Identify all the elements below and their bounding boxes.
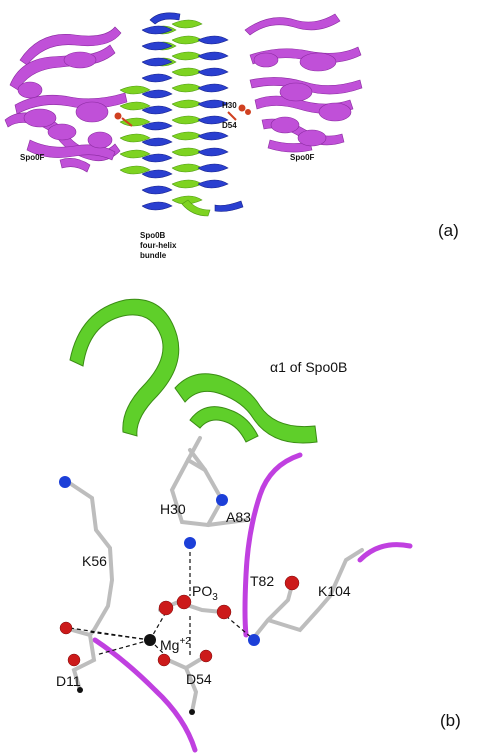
label-k56: K56	[82, 553, 107, 569]
label-bundle-line2: four-helix	[140, 241, 177, 250]
coordination-dashes	[69, 545, 253, 661]
label-mg-main: Mg	[160, 637, 179, 653]
label-k104: K104	[318, 583, 351, 599]
label-bundle-line3: bundle	[140, 251, 167, 260]
atoms-oxygen	[59, 575, 300, 667]
label-h30-a: H30	[222, 101, 237, 110]
label-po3-sub: 3	[212, 592, 218, 603]
spo0b-four-helix-bundle	[119, 12, 244, 217]
label-a83: A83	[226, 509, 251, 525]
label-alpha1-spo0b: α1 of Spo0B	[270, 359, 347, 375]
label-po3: PO3	[192, 583, 218, 603]
label-bundle-line1: Spo0B	[140, 231, 166, 240]
panel-a: Spo0F Spo0F Spo0B four-helix bundle H30 …	[4, 12, 459, 260]
panel-b-label: (b)	[440, 711, 461, 730]
label-po3-main: PO	[192, 583, 212, 599]
spo0f-left-domain	[4, 26, 128, 173]
label-spo0f-left: Spo0F	[20, 153, 45, 162]
label-d54-a: D54	[222, 121, 237, 130]
panel-a-label: (a)	[438, 221, 459, 240]
label-t82: T82	[250, 573, 274, 589]
label-mg: Mg+2	[160, 636, 191, 653]
label-spo0f-right: Spo0F	[290, 153, 315, 162]
spo0f-right-domain	[244, 13, 363, 153]
spo0f-loops	[92, 452, 413, 753]
molecular-bonds	[66, 436, 364, 714]
label-d11: D11	[56, 673, 81, 689]
atoms-nitrogen	[59, 476, 260, 646]
label-d54-b: D54	[186, 671, 212, 687]
atoms-carbon-magnesium	[77, 634, 195, 715]
active-site-sticks-a	[114, 104, 251, 127]
alpha1-helix-ribbon	[69, 298, 318, 444]
panel-b: α1 of Spo0B H30 A83 K56 T82 K104 PO3 Mg+…	[56, 298, 461, 753]
label-h30-b: H30	[160, 501, 186, 517]
label-mg-sup: +2	[179, 636, 191, 647]
